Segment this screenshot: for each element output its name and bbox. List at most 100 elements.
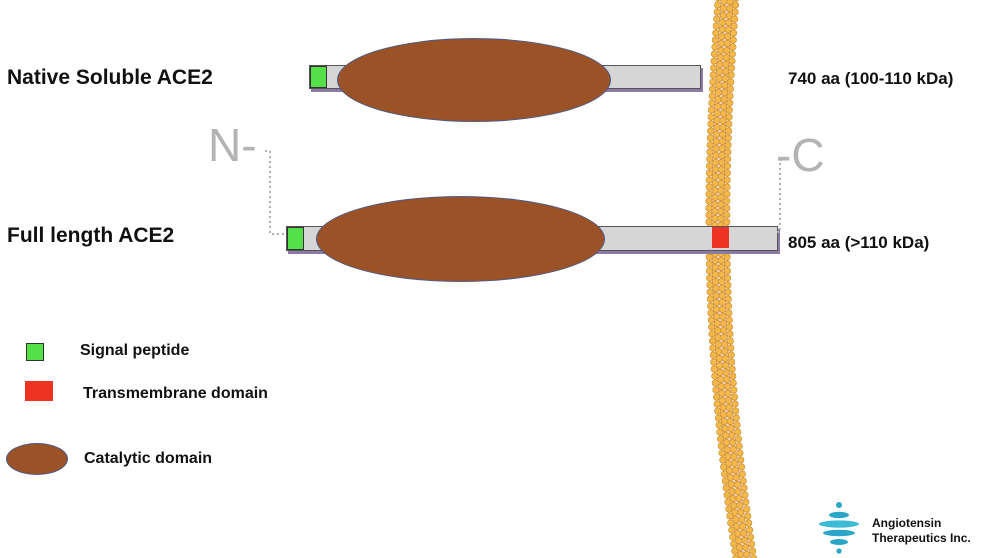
lipid-head xyxy=(734,435,742,443)
lipid-head xyxy=(731,15,739,23)
lipid-head xyxy=(741,536,749,544)
lipid-head xyxy=(725,302,733,310)
lipid-head xyxy=(728,50,736,58)
lipid-head xyxy=(727,351,735,359)
lipid-head xyxy=(723,162,731,170)
lipid-head xyxy=(710,57,718,65)
lipid-head xyxy=(726,323,734,331)
lipid-head xyxy=(728,365,736,373)
lipid-head xyxy=(731,547,739,555)
lipid-head xyxy=(727,71,735,79)
lipid-head xyxy=(729,533,737,541)
lipid-head xyxy=(708,85,716,93)
lipid-head xyxy=(738,463,746,471)
lipid-head xyxy=(716,428,724,436)
lipid-head xyxy=(708,92,716,100)
lipid-head xyxy=(718,138,726,146)
lipid-head xyxy=(732,473,740,481)
lipid-head xyxy=(709,71,717,79)
lipid-head xyxy=(724,295,732,303)
lipid-head xyxy=(720,340,728,348)
lipid-head xyxy=(730,452,738,460)
lipid-head xyxy=(725,113,733,121)
lipid-head xyxy=(734,487,742,495)
lipid-head xyxy=(732,1,740,9)
lipid-head xyxy=(711,36,719,44)
lipid-head xyxy=(723,46,731,54)
lipid-head xyxy=(705,253,713,261)
lipid-head xyxy=(745,519,753,527)
lipid-head xyxy=(732,414,740,422)
lipid-head xyxy=(718,291,726,299)
soluble-signal-peptide xyxy=(310,66,327,88)
legend-signal-text: Signal peptide xyxy=(80,342,190,359)
company-name: Angiotensin Therapeutics Inc. xyxy=(872,516,971,546)
lipid-head xyxy=(722,361,730,369)
lipid-head xyxy=(709,344,717,352)
lipid-head xyxy=(719,319,727,327)
lipid-head xyxy=(718,277,726,285)
lipid-head xyxy=(731,400,739,408)
lipid-head xyxy=(721,477,729,485)
full-signal-peptide xyxy=(287,227,304,250)
lipid-head xyxy=(731,459,739,467)
lipid-head xyxy=(737,456,745,464)
lipid-head xyxy=(748,540,756,548)
soluble-size-label: 740 aa (100-110 kDa) xyxy=(788,69,954,88)
lipid-head xyxy=(728,64,736,72)
c-connector-line xyxy=(777,159,782,233)
lipid-head xyxy=(720,103,728,111)
lipid-head xyxy=(725,120,733,128)
lipid-head xyxy=(726,512,734,520)
lipid-head xyxy=(723,382,731,390)
lipid-head xyxy=(727,424,735,432)
lipid-head xyxy=(730,540,738,548)
lipid-head xyxy=(706,141,714,149)
lipid-head xyxy=(726,330,734,338)
lipid-head xyxy=(723,169,731,177)
soluble-catalytic-domain xyxy=(337,38,611,122)
lipid-head xyxy=(728,57,736,65)
lipid-head xyxy=(710,365,718,373)
lipid-head xyxy=(726,0,734,5)
full-catalytic-domain xyxy=(316,196,605,282)
lipid-head xyxy=(724,155,732,163)
lipid-head xyxy=(723,204,731,212)
lipid-head xyxy=(705,197,713,205)
lipid-head xyxy=(742,498,750,506)
lipid-head xyxy=(714,407,722,415)
lipid-head xyxy=(719,124,727,132)
lipid-head xyxy=(727,519,735,527)
lipid-head xyxy=(728,358,736,366)
company-name-line2: Therapeutics Inc. xyxy=(872,531,971,545)
lipid-head xyxy=(719,117,727,125)
lipid-head xyxy=(711,379,719,387)
lipid-head xyxy=(723,190,731,198)
lipid-head xyxy=(705,176,713,184)
lipid-head xyxy=(729,36,737,44)
lipid-head xyxy=(711,43,719,51)
lipid-head xyxy=(712,22,720,30)
lipid-head xyxy=(709,78,717,86)
lipid-head xyxy=(724,389,732,397)
n-connector-line xyxy=(265,150,284,235)
lipid-head xyxy=(717,187,725,195)
native-soluble-ace2-label: Native Soluble ACE2 xyxy=(7,66,213,89)
lipid-head xyxy=(706,148,714,156)
lipid-head xyxy=(706,281,714,289)
legend-tm-swatch xyxy=(25,381,53,401)
lipid-head xyxy=(728,431,736,439)
lipid-head xyxy=(733,0,739,2)
lipid-head xyxy=(707,113,715,121)
lipid-head xyxy=(708,337,716,345)
lipid-head xyxy=(724,148,732,156)
lipid-head xyxy=(723,183,731,191)
lipid-head xyxy=(747,533,755,541)
lipid-head xyxy=(738,515,746,523)
lipid-head xyxy=(721,347,729,355)
lipid-head xyxy=(719,131,727,139)
lipid-head xyxy=(744,512,752,520)
lipid-head xyxy=(724,134,732,142)
lipid-head xyxy=(718,152,726,160)
lipid-head xyxy=(722,60,730,68)
